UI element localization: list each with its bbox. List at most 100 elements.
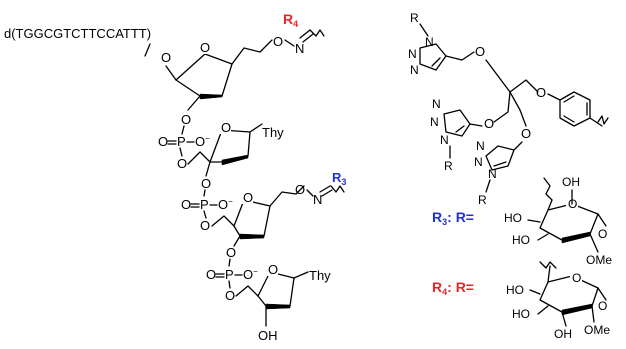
thy-base: Thy	[309, 268, 331, 283]
r-group: R	[410, 11, 419, 25]
bond	[589, 233, 599, 253]
r4-substituent: R4	[283, 11, 298, 29]
oligonucleotide-backbone: d(TGGCGTCTTCCATTT) O O O N R4	[4, 11, 346, 343]
wavy-bond	[539, 261, 557, 269]
atom-o: O	[475, 44, 485, 59]
double-bond	[319, 185, 333, 197]
sugar-1: O O O N R4	[161, 11, 325, 111]
atom-o: O	[536, 85, 546, 100]
atom-n: N	[295, 41, 304, 56]
bond	[205, 161, 211, 177]
r4-label: R4: R=	[432, 279, 474, 297]
bond	[231, 39, 273, 65]
atom-o: O	[295, 182, 305, 197]
methoxy: OMe	[584, 323, 610, 337]
furanose-ring	[233, 199, 271, 237]
phosphate-2: O O P O− O	[181, 176, 233, 233]
bond	[597, 213, 607, 227]
atom-n: N	[440, 133, 449, 147]
bond	[537, 233, 549, 241]
atom-o: O	[225, 288, 235, 303]
hydroxyl: OH	[258, 328, 278, 343]
atom-o: O	[484, 116, 494, 131]
furanose-ring	[175, 53, 233, 97]
atom-o: O	[226, 245, 236, 260]
bond	[228, 280, 231, 289]
wedge-bond	[199, 93, 223, 100]
bond	[233, 235, 241, 247]
methoxy: OMe	[586, 253, 612, 267]
double-bond	[431, 57, 441, 67]
ring-oxygen: O	[572, 271, 581, 285]
bond	[235, 285, 259, 297]
sugar-3: O O N R3	[211, 170, 346, 247]
triazole-ring-3: N N N R	[474, 139, 515, 207]
bond	[591, 305, 595, 323]
bond	[493, 91, 511, 123]
r3-definition: R3: R= O OH HO HO O OMe	[432, 175, 612, 267]
bond	[529, 289, 541, 295]
hydroxyl: HO	[506, 283, 524, 297]
atom-n: N	[476, 139, 485, 153]
atom-o-minus: O−	[195, 134, 210, 149]
bond	[293, 271, 309, 279]
r3-label: R3: R=	[432, 209, 474, 227]
oligo-sequence-label: d(TGGCGTCTTCCATTT)	[4, 26, 151, 41]
atom-o: O	[181, 112, 191, 127]
atom-n: N	[313, 192, 322, 207]
furanose-ring	[257, 271, 295, 307]
bond	[179, 147, 183, 157]
wedge-bond	[561, 231, 591, 244]
bond	[203, 210, 207, 219]
sugar-4: O Thy OH	[235, 262, 331, 343]
bond	[469, 123, 483, 127]
bond	[513, 141, 523, 151]
ring-oxygen: O	[200, 40, 210, 55]
bond	[228, 258, 231, 267]
bond	[165, 65, 177, 81]
atom-p: P	[177, 134, 186, 149]
bond	[211, 215, 235, 227]
bond	[187, 95, 201, 111]
atom-o: O	[181, 197, 191, 212]
hydroxyl: OH	[554, 327, 572, 341]
atom-n: N	[425, 35, 434, 49]
atom-o: O	[273, 34, 283, 49]
mannoside-structure: O OH HO HO O OMe	[504, 175, 612, 267]
phosphate-3: O O P O− O	[206, 245, 258, 303]
double-bond	[190, 203, 200, 208]
atom-p: P	[200, 197, 209, 212]
anomeric-o: O	[598, 227, 607, 241]
triazole-ring	[443, 109, 471, 137]
hydroxyl: HO	[512, 307, 530, 321]
r-group: R	[444, 159, 453, 173]
atom-o: O	[206, 267, 216, 282]
hydroxyl: OH	[562, 175, 580, 189]
bond	[547, 93, 561, 101]
atom-n: N	[430, 115, 439, 129]
bond	[445, 51, 475, 61]
atom-o: O	[200, 218, 210, 233]
bond	[187, 151, 211, 165]
bond	[527, 219, 541, 223]
bond	[181, 125, 185, 135]
r-group: R	[478, 193, 487, 207]
anomeric-o: O	[598, 299, 607, 313]
bond	[547, 199, 553, 211]
bond	[561, 311, 567, 327]
triazole-ring-1: N N N R	[408, 11, 447, 77]
r3-substituent: R3	[332, 170, 346, 187]
double-bond	[215, 273, 225, 278]
wavy-bond	[309, 29, 325, 37]
hydroxyl: HO	[512, 233, 530, 247]
bond	[144, 43, 151, 57]
phenyl-ring	[559, 91, 609, 127]
r4-definition: R4: R= O HO HO OH O OMe	[432, 261, 610, 341]
furanose-ring	[209, 129, 251, 163]
double-bond	[299, 29, 314, 43]
atom-n: N	[432, 97, 441, 111]
bond	[284, 39, 295, 47]
atom-n: N	[410, 63, 419, 77]
atom-o: O	[161, 50, 171, 65]
